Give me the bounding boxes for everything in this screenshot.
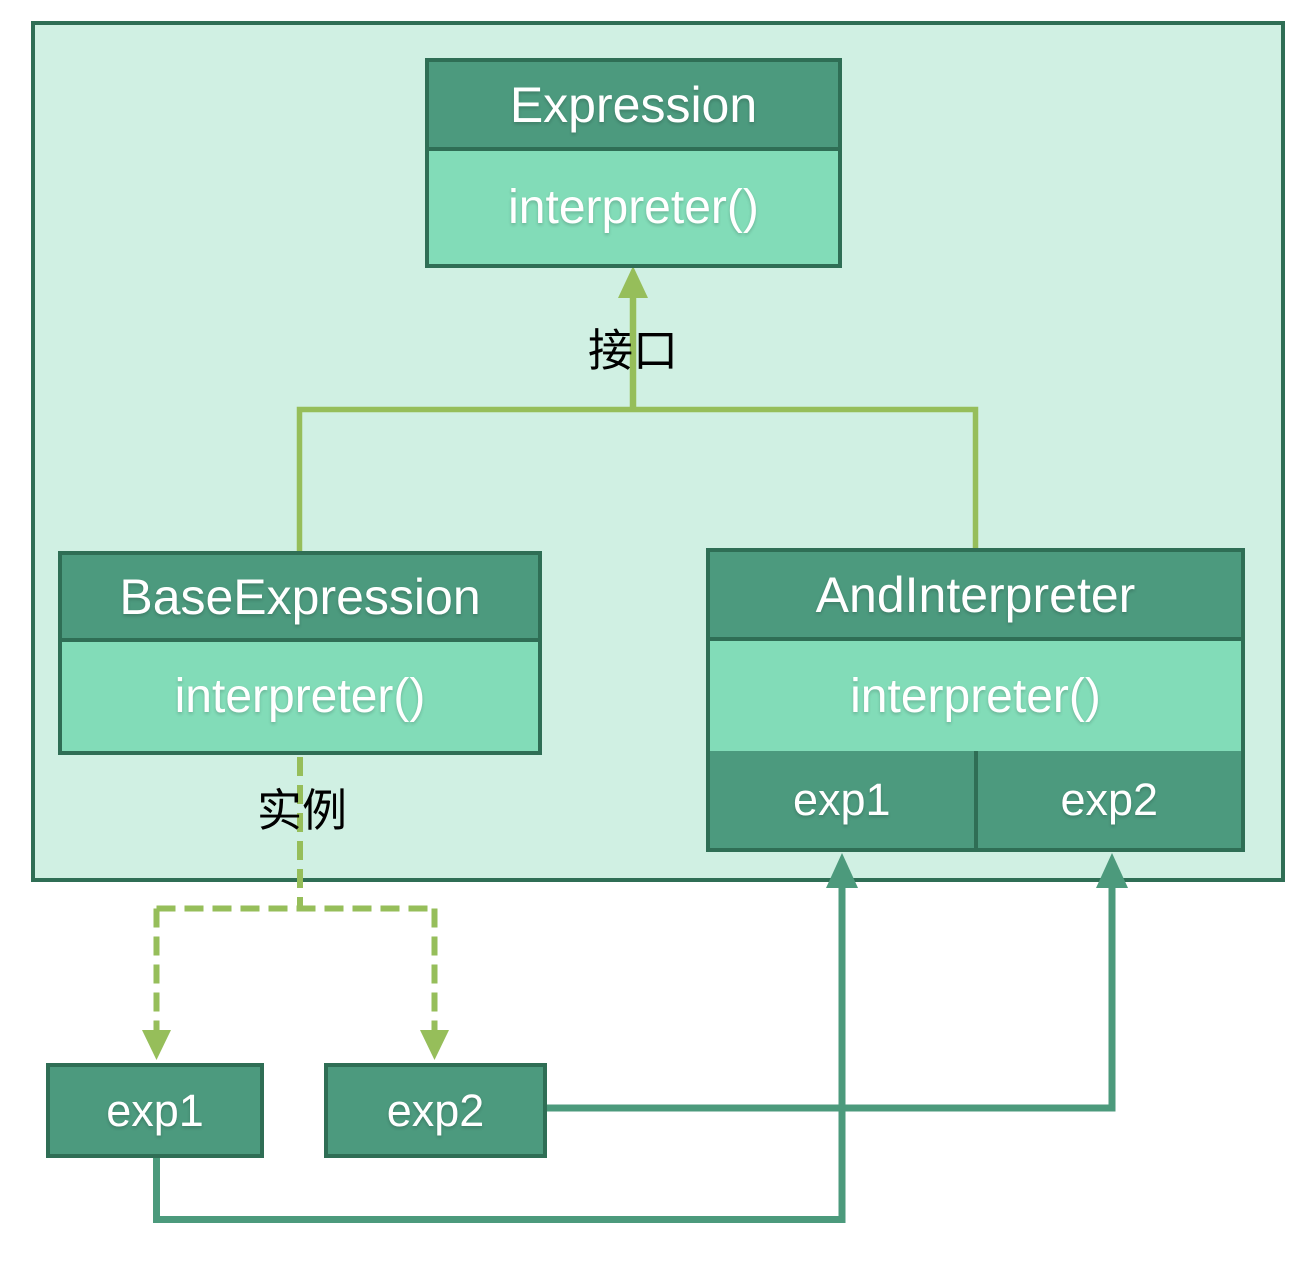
field-exp2: exp2 <box>973 751 1242 848</box>
instance-box-exp2: exp2 <box>324 1063 547 1158</box>
edge-label-interface: 接口 <box>587 325 678 376</box>
class-box-base-expression: BaseExpression interpreter() <box>58 551 542 755</box>
class-name-base-expression: BaseExpression <box>62 555 538 642</box>
reference-connector-exp2 <box>547 853 1128 1112</box>
arrowhead-down-icon <box>142 1030 171 1060</box>
arrowhead-down-icon <box>420 1030 449 1060</box>
class-method-and-interpreter: interpreter() <box>710 641 1241 751</box>
class-name-and-interpreter: AndInterpreter <box>710 552 1241 641</box>
edge-label-instance: 实例 <box>256 785 347 836</box>
class-method-base-expression: interpreter() <box>62 642 538 751</box>
reference-line-exp1 <box>153 886 846 1223</box>
class-box-and-interpreter: AndInterpreter interpreter() exp1 exp2 <box>706 548 1245 852</box>
field-row: exp1 exp2 <box>710 751 1241 848</box>
class-method-expression: interpreter() <box>429 151 838 264</box>
field-exp1: exp1 <box>792 773 891 825</box>
class-name-expression: Expression <box>429 62 838 151</box>
instance-box-exp1: exp1 <box>46 1063 264 1158</box>
class-box-expression: Expression interpreter() <box>425 58 842 268</box>
reference-connector-exp1 <box>153 853 858 1223</box>
reference-line-exp2 <box>547 886 1116 1112</box>
